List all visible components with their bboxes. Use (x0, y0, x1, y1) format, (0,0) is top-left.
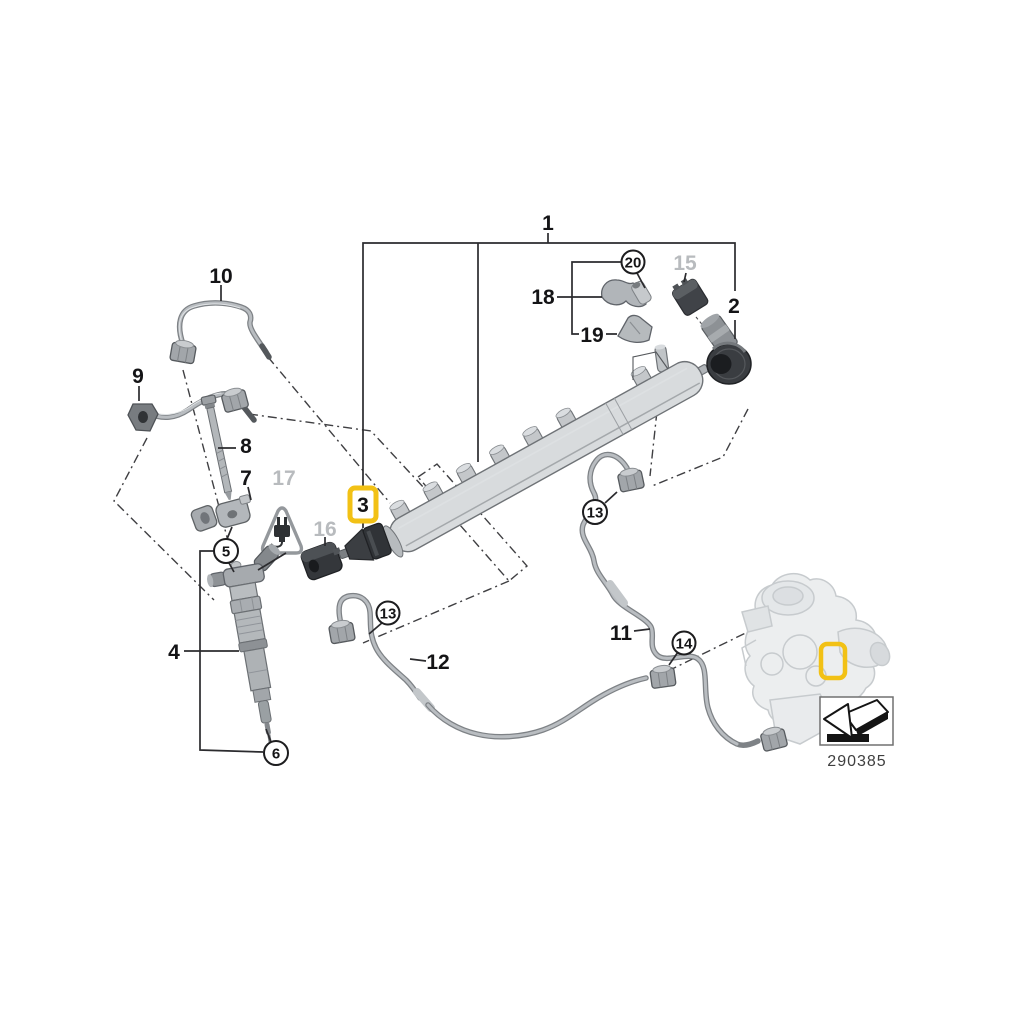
callout-19[interactable]: 19 (580, 324, 603, 347)
callout-3-highlighted[interactable]: 3 (347, 485, 379, 524)
callout-9[interactable]: 9 (132, 365, 144, 388)
pump-highlight-box (818, 641, 848, 681)
pressure-control-valve (338, 522, 392, 561)
callout-13-right[interactable]: 13 (582, 499, 608, 525)
callouts: 1 2 4 7 8 9 10 11 12 18 19 15 16 17 5 6 … (132, 212, 740, 766)
leader-lines (138, 233, 736, 753)
union-nut-13-right (617, 467, 645, 493)
union-nut-line9 (221, 387, 249, 413)
callout-6[interactable]: 6 (263, 740, 289, 766)
legend-code: 290385 (827, 753, 886, 770)
legend: 290385 (819, 696, 894, 770)
fuel-rail (369, 360, 709, 558)
callout-4[interactable]: 4 (168, 641, 180, 664)
callout-5[interactable]: 5 (213, 538, 239, 564)
svg-text:6: 6 (272, 746, 280, 763)
svg-text:20: 20 (625, 255, 642, 272)
fuel-line-10 (176, 300, 272, 360)
direction-arrow-icon (823, 699, 889, 742)
callout-16-ghost[interactable]: 16 (313, 518, 336, 541)
union-nut-line10 (169, 339, 197, 365)
svg-text:14: 14 (676, 636, 693, 653)
callout-8[interactable]: 8 (240, 435, 252, 458)
connector-16 (300, 541, 343, 581)
fuel-line-12 (336, 592, 649, 740)
callout-1[interactable]: 1 (542, 212, 554, 235)
callout-14[interactable]: 14 (671, 630, 697, 656)
union-nut-14 (649, 664, 677, 689)
mounting-screw (200, 394, 233, 501)
svg-text:3: 3 (357, 494, 369, 517)
svg-text:13: 13 (380, 606, 397, 623)
callout-17-ghost[interactable]: 17 (272, 467, 295, 490)
callout-13-left[interactable]: 13 (375, 600, 401, 626)
callout-2[interactable]: 2 (728, 295, 740, 318)
fuel-line-11 (579, 451, 761, 748)
clamp-position-bracket (632, 351, 669, 380)
svg-text:5: 5 (222, 544, 230, 561)
rail-pressure-sensor (700, 313, 752, 385)
callout-11[interactable]: 11 (610, 622, 633, 645)
fuel-injector (207, 544, 281, 743)
svg-text:13: 13 (587, 505, 604, 522)
union-nut-13-left (328, 619, 356, 645)
sensor-plug-connector (671, 278, 709, 316)
clamp-19 (617, 314, 653, 343)
callout-7[interactable]: 7 (240, 467, 252, 490)
callout-15-ghost[interactable]: 15 (673, 252, 697, 275)
union-nut-pump (760, 726, 788, 752)
callout-20[interactable]: 20 (620, 249, 646, 275)
callout-12[interactable]: 12 (426, 651, 449, 674)
injector-clamp (190, 494, 251, 532)
clamp-18 (601, 279, 652, 308)
callout-10[interactable]: 10 (209, 265, 232, 288)
rail-ports (389, 366, 652, 522)
callout-18[interactable]: 18 (531, 286, 555, 309)
